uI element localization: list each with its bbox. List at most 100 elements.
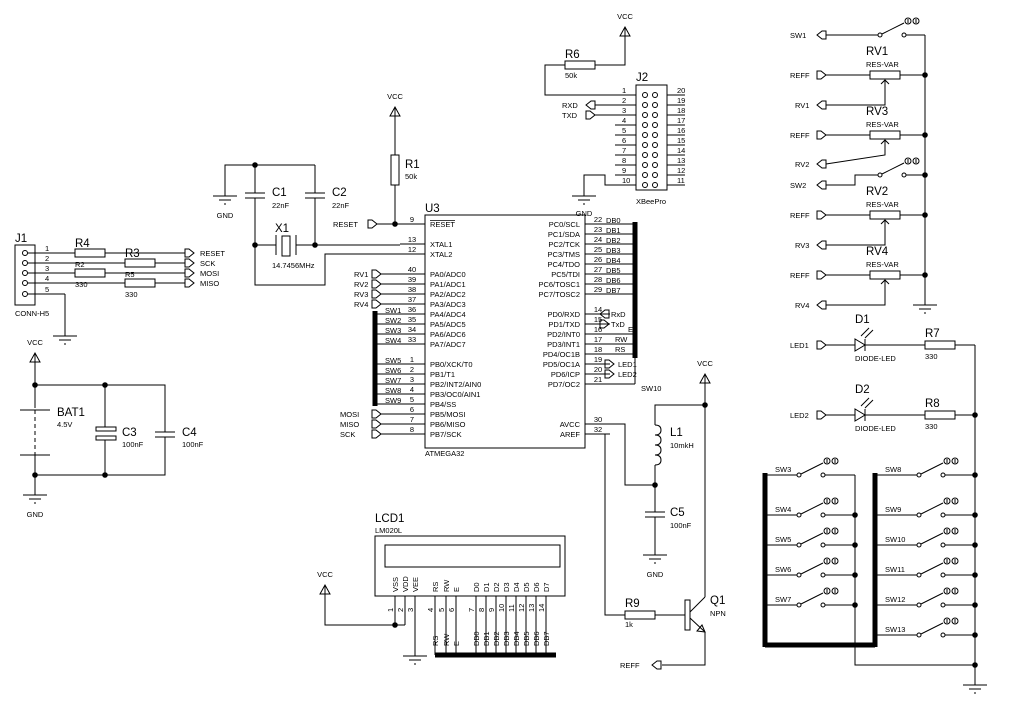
pin-number: 39 [408,275,416,284]
gnd-label: GND [647,570,664,579]
pin-number: 37 [408,295,416,304]
pin-name: PD0/RXD [547,310,580,319]
net-label: RW [442,633,451,646]
pin-name: PA0/ADC0 [430,270,466,279]
net-label: SW2 [790,181,806,190]
pin-number: 17 [677,116,685,125]
net-label: SW11 [885,565,905,574]
j2-pin-icon [652,182,658,188]
rv-port-icon [371,289,382,299]
junction-dot [972,632,978,638]
c4-ref: C4 [182,427,197,439]
port-right-icon [184,268,195,278]
switch [940,542,946,548]
r9-value: 1k [625,620,633,629]
r9-ref: R9 [625,598,640,610]
net-label: RV3 [795,241,809,250]
net-label: DB6 [606,276,621,285]
c1-value: 22nF [272,201,290,210]
pin-number: 13 [677,156,685,165]
net-label: SW13 [885,625,905,634]
q1-emitter-arrow-icon [696,624,706,633]
junction-dot [922,172,928,178]
net-label: SW9 [885,505,901,514]
net-label: DB0 [606,216,621,225]
led-light-icon [860,397,870,407]
net-label: SW3 [385,326,401,335]
net-label: RV4 [354,300,368,309]
junction-dot [32,382,38,388]
switch [796,512,802,518]
r3-ref: R3 [125,248,140,260]
net-label: DB1 [482,631,491,646]
net-label: DB0 [472,631,481,646]
pin-name: PA7/ADC7 [430,340,466,349]
sw1-switch [881,22,905,35]
pin-name: D0 [472,582,481,592]
resistor-value: R2 [75,260,85,269]
r1-resistor [390,154,400,186]
vcc-label: VCC [387,92,403,101]
rv-port-icon [816,159,827,169]
c5-value: 100nF [670,521,692,530]
r3-resistor [124,258,156,268]
wire [254,245,400,286]
j2-pin-icon [652,172,658,178]
crystal [281,235,291,257]
net-label: DB7 [542,631,551,646]
c3-ref: C3 [122,427,137,439]
led-port-icon [816,410,827,420]
j2-part: XBeePro [636,197,666,206]
pin-number: 6 [622,136,626,145]
junction-dot [852,602,858,608]
c3-capacitor [95,426,117,432]
reff-port-icon [816,210,827,220]
junction-dot [652,482,658,488]
j2-pin-icon [642,162,648,168]
pin-number: 20 [677,86,685,95]
lcd-display [384,544,561,568]
reff-port-icon [651,660,662,670]
pin-number: 3 [410,375,414,384]
net-label: RESET [333,220,358,229]
net-label: DB5 [606,266,621,275]
j2-pin-icon [642,132,648,138]
wire [583,174,615,186]
switch [920,562,944,575]
pin-name: PD2/INT0 [547,330,580,339]
c4-value: 100nF [182,440,204,449]
pin-number: 2 [396,608,405,612]
pin-name: XTAL1 [430,240,452,249]
pin-number: 4 [426,608,435,612]
junction-dot [972,512,978,518]
j1-part: CONN-H5 [15,309,49,318]
pot-ref: RV4 [866,246,889,258]
reff-port-icon [816,270,827,280]
j2-ref: J2 [636,72,648,84]
net-label: MISO [340,420,359,429]
switch [916,512,922,518]
pot-part: RES-VAR [866,120,899,129]
spi-port-icon [371,409,382,419]
resistor-ref: R8 [925,398,940,410]
pin-name: XTAL2 [430,250,452,259]
pin-number: 17 [594,335,602,344]
c2-ref: C2 [332,187,347,199]
pin-number: 13 [527,604,536,612]
switch [916,572,922,578]
net-label: E [628,325,633,334]
lcd-ref: LCD1 [375,513,404,525]
j1-pin-icon [22,280,28,286]
led-diode-icon [854,338,866,352]
pin-number: 24 [594,235,602,244]
r4-resistor [74,248,106,258]
junction-dot [922,132,928,138]
net-label: SW6 [775,565,791,574]
pin-number: 13 [408,235,416,244]
net-label: SW3 [775,465,791,474]
net-label: SW9 [385,396,401,405]
pin-name: PA4/ADC4 [430,310,466,319]
wire [35,438,166,476]
pin-name: PA6/ADC6 [430,330,466,339]
